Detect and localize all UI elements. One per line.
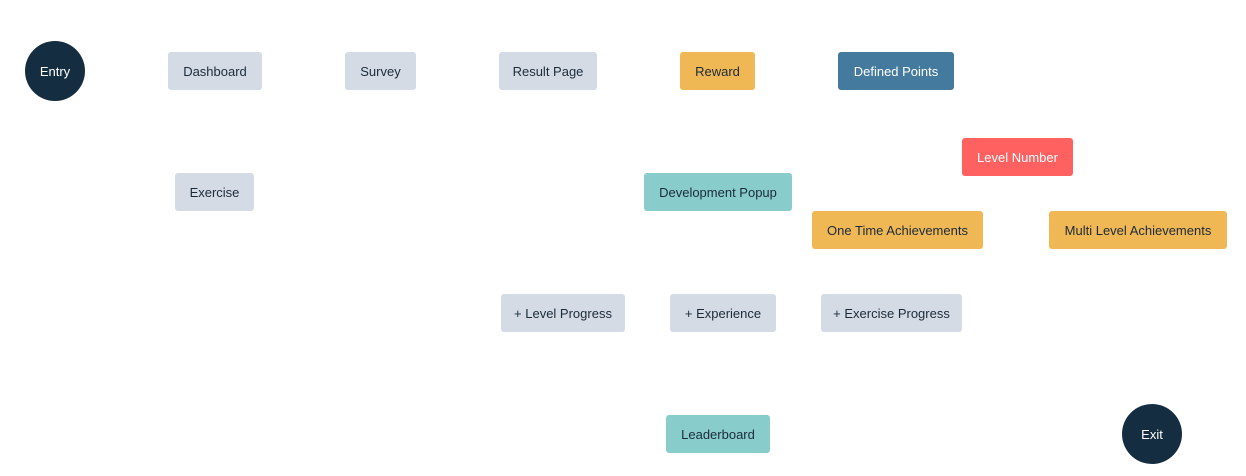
level-number-node[interactable]: Level Number — [962, 138, 1073, 176]
exercise-progress-label: + Exercise Progress — [833, 305, 950, 321]
reward-label: Reward — [695, 63, 740, 79]
result-page-label: Result Page — [512, 63, 584, 79]
level-number-label: Level Number — [977, 149, 1058, 165]
one-time-achievements-label: One Time Achievements — [827, 222, 968, 238]
dashboard-label: Dashboard — [183, 63, 247, 79]
entry-node[interactable]: Entry — [25, 41, 85, 101]
multi-level-achievements-node[interactable]: Multi Level Achievements — [1049, 211, 1227, 249]
one-time-achievements-node[interactable]: One Time Achievements — [812, 211, 983, 249]
development-popup-node[interactable]: Development Popup — [644, 173, 792, 211]
survey-label: Survey — [360, 63, 401, 79]
result-page-node[interactable]: Result Page — [499, 52, 597, 90]
experience-label: + Experience — [684, 305, 762, 321]
exit-label: Exit — [1141, 426, 1163, 442]
exit-node[interactable]: Exit — [1122, 404, 1182, 464]
exercise-label: Exercise — [189, 184, 240, 200]
experience-node[interactable]: + Experience — [670, 294, 776, 332]
leaderboard-node[interactable]: Leaderboard — [666, 415, 770, 453]
survey-node[interactable]: Survey — [345, 52, 416, 90]
defined-points-label: Defined Points — [853, 63, 939, 79]
entry-label: Entry — [39, 63, 71, 79]
level-progress-node[interactable]: + Level Progress — [501, 294, 625, 332]
development-popup-label: Development Popup — [659, 184, 777, 200]
dashboard-node[interactable]: Dashboard — [168, 52, 262, 90]
exercise-progress-node[interactable]: + Exercise Progress — [821, 294, 962, 332]
level-progress-label: + Level Progress — [514, 305, 612, 321]
leaderboard-label: Leaderboard — [681, 426, 755, 442]
defined-points-node[interactable]: Defined Points — [838, 52, 954, 90]
reward-node[interactable]: Reward — [680, 52, 755, 90]
exercise-node[interactable]: Exercise — [175, 173, 254, 211]
multi-level-achievements-label: Multi Level Achievements — [1064, 222, 1212, 238]
